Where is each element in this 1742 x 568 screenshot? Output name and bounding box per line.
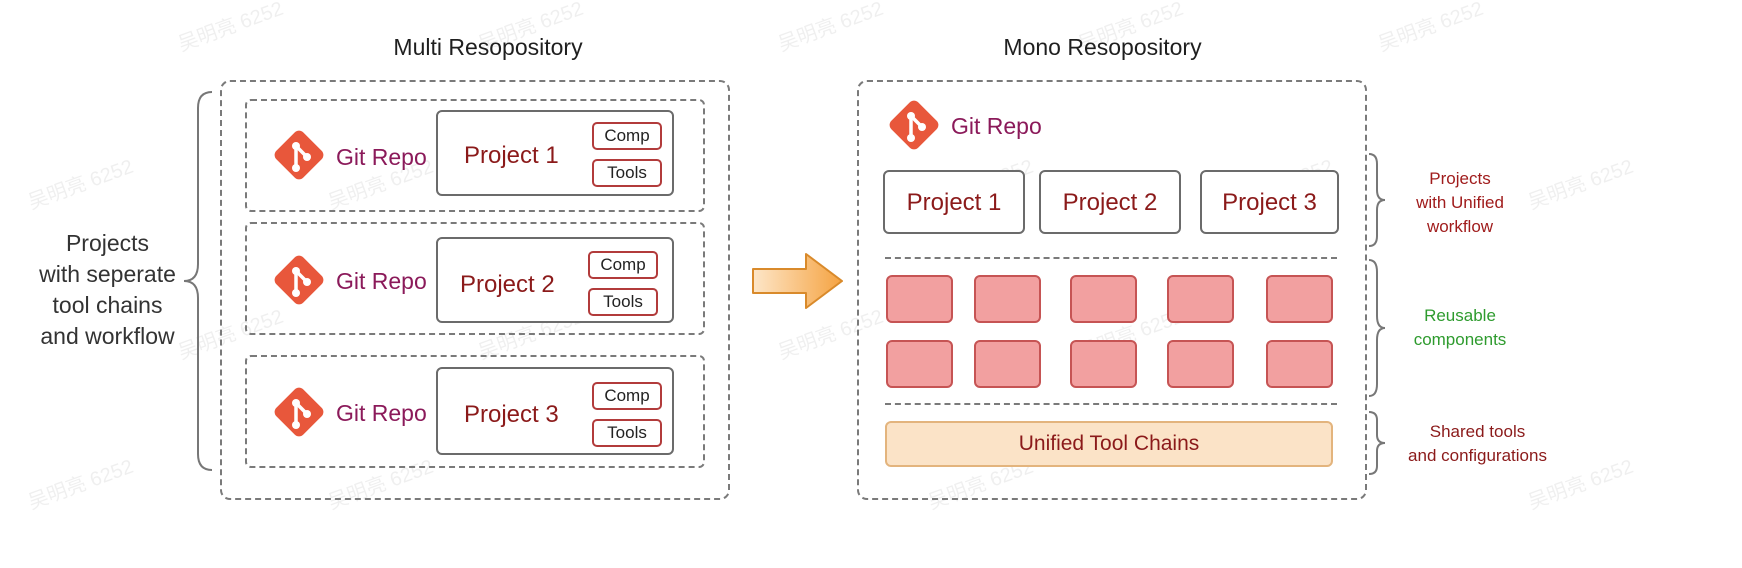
git-icon [274,387,324,437]
mono-repo-title: Mono Resopository [1003,34,1202,60]
project-box [1200,170,1339,234]
multi-repo-container [220,80,730,500]
right-brace [1368,411,1386,475]
git-repo-label: Git Repo [951,113,1042,139]
tools-box: Tools [592,419,662,447]
shared-tools-label: Shared tools and configurations [1408,422,1547,465]
unified-tool-chains: Unified Tool Chains [885,421,1333,467]
multi-row-2 [245,222,705,335]
watermark: 吴明亮 6252 [25,455,137,515]
watermark: 吴明亮 6252 [1375,0,1487,57]
component-block [1266,275,1333,323]
watermark: 吴明亮 6252 [175,0,287,57]
git-repo-label: Git Repo [336,268,427,294]
git-repo-label: Git Repo [336,144,427,170]
mono-repo-container [857,80,1367,500]
multi-repo-title: Multi Resopository [393,34,583,60]
comp-box: Comp [588,251,658,279]
project-label: Project 2 [460,271,555,298]
component-block [1266,340,1333,388]
multi-row-1 [245,99,705,212]
right-brace [1368,153,1386,247]
watermark: 吴明亮 6252 [1525,155,1637,215]
section-divider [885,403,1337,405]
component-block [974,275,1041,323]
project-label: Project 1 [464,142,559,169]
transition-arrow-icon [752,253,843,309]
project-label: Project 2 [1062,189,1158,216]
left-brace [183,91,213,471]
component-block [1070,340,1137,388]
project-box [883,170,1025,234]
watermark: 吴明亮 6252 [775,0,887,57]
component-block [886,275,953,323]
git-repo-label: Git Repo [336,400,427,426]
project-label: Project 1 [906,189,1002,216]
comp-box: Comp [592,122,662,150]
right-brace [1368,259,1386,397]
comp-box: Comp [592,382,662,410]
project-label: Project 3 [1222,189,1317,216]
multi-row-3 [245,355,705,468]
component-block [1070,275,1137,323]
watermark: 吴明亮 6252 [25,155,137,215]
tools-box: Tools [592,159,662,187]
git-icon [889,100,939,150]
multi-side-label: Projects with seperate tool chains and w… [39,230,176,349]
projects-unified-label: Projects with Unified workflow [1416,169,1504,236]
component-block [974,340,1041,388]
reusable-components-label: Reusable components [1413,306,1507,349]
component-block [886,340,953,388]
section-divider [885,257,1337,259]
project-box [1039,170,1181,234]
git-icon [274,255,324,305]
project-label: Project 3 [464,401,559,428]
component-block [1167,340,1234,388]
tools-box: Tools [588,288,658,316]
git-icon [274,130,324,180]
component-block [1167,275,1234,323]
